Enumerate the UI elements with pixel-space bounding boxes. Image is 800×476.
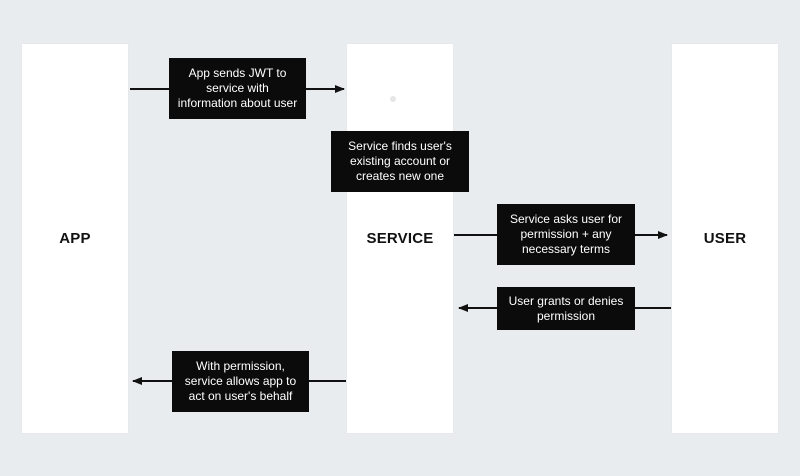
note-service-allows-app: With permission, service allows app to a…	[172, 351, 309, 412]
note-service-finds-account: Service finds user's existing account or…	[331, 131, 469, 192]
service-label: SERVICE	[366, 230, 434, 247]
service-column: SERVICE	[347, 44, 453, 433]
app-column: APP	[22, 44, 128, 433]
user-column: USER	[672, 44, 778, 433]
note-app-sends-jwt-text: App sends JWT to service with informatio…	[177, 66, 298, 110]
note-service-asks-permission-text: Service asks user for permission + any n…	[509, 212, 623, 256]
note-user-grants-permission-text: User grants or denies permission	[508, 293, 624, 323]
note-service-finds-account-text: Service finds user's existing account or…	[348, 139, 452, 183]
user-label: USER	[703, 230, 747, 247]
note-service-allows-app-text: With permission, service allows app to a…	[184, 359, 297, 403]
note-service-asks-permission: Service asks user for permission + any n…	[497, 204, 635, 265]
note-user-grants-permission: User grants or denies permission	[497, 287, 635, 330]
note-app-sends-jwt: App sends JWT to service with informatio…	[169, 58, 306, 119]
app-label: APP	[59, 230, 91, 247]
decorative-dot	[390, 96, 396, 102]
